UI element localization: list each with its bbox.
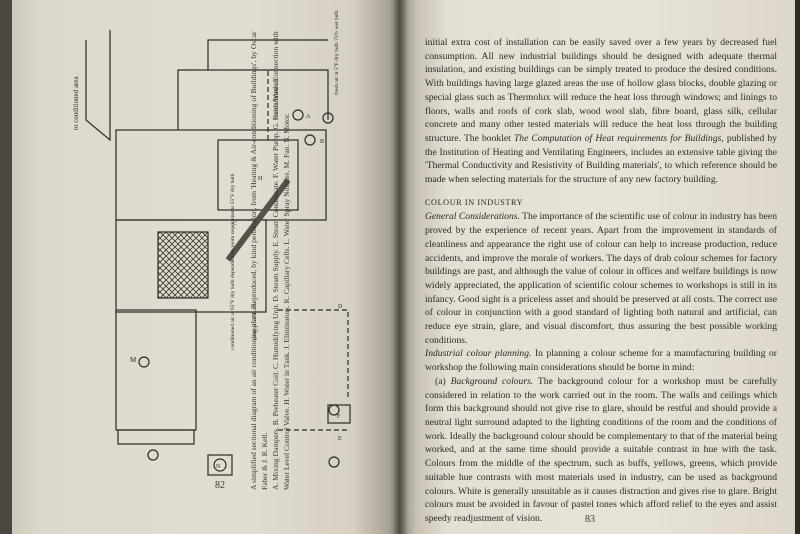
fan-hub [138, 356, 150, 368]
outlet-duct [85, 30, 111, 142]
letter-e: E [338, 436, 342, 442]
fresh-air-duct [207, 39, 328, 70]
water-tank [217, 139, 299, 211]
air-conditioning-diagram: to conditioned area recirculated air fre… [28, 10, 368, 480]
letter-c: C [233, 221, 237, 227]
page-number-left: 82 [215, 480, 225, 491]
figure-caption: A simplified sectional diagram of an air… [248, 20, 308, 490]
section-heading: Colour in industry [425, 197, 524, 207]
letter-m: M [130, 356, 137, 364]
letter-a: A [306, 114, 311, 120]
label-fresh: fresh air at 5°F dry bulb 75% wet bulb [333, 10, 340, 95]
label-outlet: to conditioned area [72, 75, 80, 130]
right-page [400, 0, 795, 534]
paragraph-background: (a) Background colours. The background c… [425, 375, 777, 524]
letter-h: H [258, 176, 263, 182]
right-page-text: initial extra cost of installation can b… [425, 36, 777, 526]
supply-duct [177, 69, 329, 130]
steam-line [278, 309, 349, 400]
letter-n: N [216, 464, 221, 470]
paragraph-general: General Considerations. The importance o… [425, 211, 777, 346]
label-spray: general 55°F d.b. [251, 301, 258, 340]
label-recirculated: recirculated air [272, 77, 280, 120]
diagram-svg: to conditioned area recirculated air fre… [72, 10, 351, 476]
label-conditioned: conditioned air at 65°F dry bulb depende… [229, 173, 236, 350]
book-cover-edge-right [795, 0, 800, 534]
valve-3 [322, 112, 334, 124]
letter-b: B [320, 139, 324, 145]
fan-housing [115, 309, 197, 431]
motor-box [207, 454, 233, 476]
paragraph-insulation: initial extra cost of installation can b… [425, 37, 777, 186]
valve-4 [328, 456, 340, 468]
motor-symbol [213, 458, 227, 472]
caption-key: A. Mixing Dampers. B. Preheater Coil. C.… [271, 31, 291, 490]
pump-box [327, 404, 351, 424]
fan-base [117, 429, 195, 445]
eliminator-hatch [157, 231, 209, 299]
valve-2 [304, 134, 316, 146]
book-gutter [392, 0, 408, 534]
valve-1 [292, 109, 304, 121]
casing-main [115, 129, 327, 221]
paragraph-planning: Industrial colour planning. In planning … [425, 348, 777, 374]
letter-f: F [337, 414, 341, 420]
page-number-right: 83 [585, 514, 595, 525]
letter-j: J [178, 261, 181, 267]
book-cover-edge-left [0, 0, 14, 534]
valve-6 [147, 449, 159, 461]
caption-title: A simplified sectional diagram of an air… [249, 31, 269, 490]
spray-bank [225, 178, 291, 262]
letter-d: D [338, 304, 343, 310]
valve-5 [328, 404, 340, 416]
